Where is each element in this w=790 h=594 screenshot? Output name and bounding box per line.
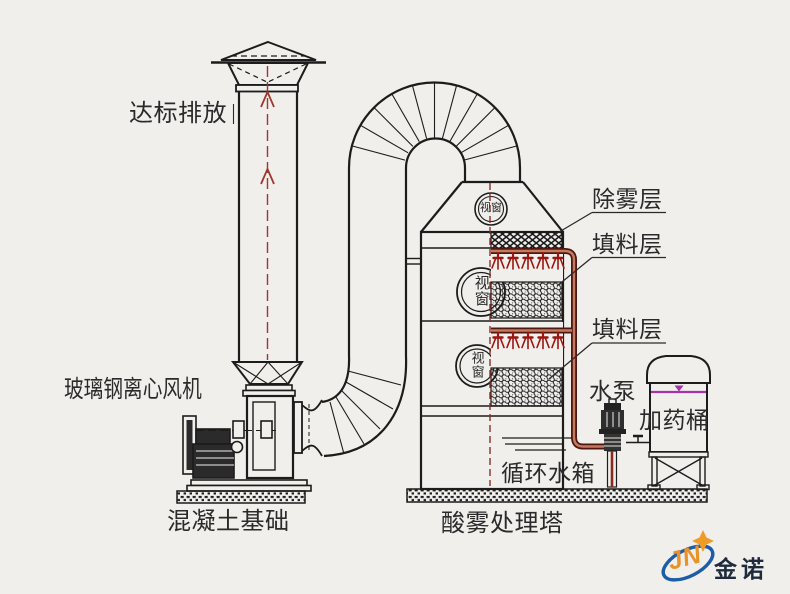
pump-label: 水泵 (589, 378, 636, 404)
logo-name: 金诺 (714, 556, 768, 582)
logo-star-icon (692, 530, 714, 552)
packing-layer-lower (490, 367, 563, 407)
viewport-top-label: 视窗 (480, 202, 502, 214)
spray-piping (489, 183, 604, 486)
level-marker-icon (674, 385, 684, 392)
tower-foundation (406, 488, 708, 503)
fan-foundation (176, 490, 306, 504)
packing-lower-label: 填料层 (592, 316, 663, 342)
company-logo: JN 金诺 (652, 528, 790, 592)
water-level-lines (502, 437, 573, 451)
exhaust-stack (237, 91, 299, 362)
connecting-duct (347, 168, 523, 356)
viewport-window-top (474, 192, 508, 226)
packing-layer-upper (490, 281, 563, 319)
circulating-tank-label: 循环水箱 (501, 460, 595, 486)
rain-cap (211, 40, 326, 93)
dosing-tank-label: 加药桶 (639, 407, 710, 433)
treatment-tower (419, 181, 573, 491)
viewport-bottom-label: 视窗 (469, 351, 485, 379)
fan-label: 玻璃钢离心风机 (64, 376, 202, 403)
tower-label: 酸雾处理塔 (441, 510, 564, 537)
discharge-label: 达标排放 (129, 100, 227, 127)
centrifugal-fan (182, 394, 323, 492)
demister-layer (490, 231, 563, 249)
water-pump (599, 398, 626, 488)
arch-duct (347, 81, 522, 169)
annotation-leaders (232, 104, 666, 380)
fan-outlet-funnel (230, 361, 304, 397)
dosing-barrel (626, 355, 711, 491)
viewport-middle-label: 视窗 (472, 275, 490, 307)
demister-label: 除雾层 (592, 186, 663, 212)
logo-swoosh-icon (661, 530, 715, 582)
elbow-duct (321, 355, 408, 458)
flow-centerline (260, 66, 275, 360)
foundation-label: 混凝土基础 (167, 508, 290, 535)
packing-upper-label: 填料层 (592, 231, 663, 257)
